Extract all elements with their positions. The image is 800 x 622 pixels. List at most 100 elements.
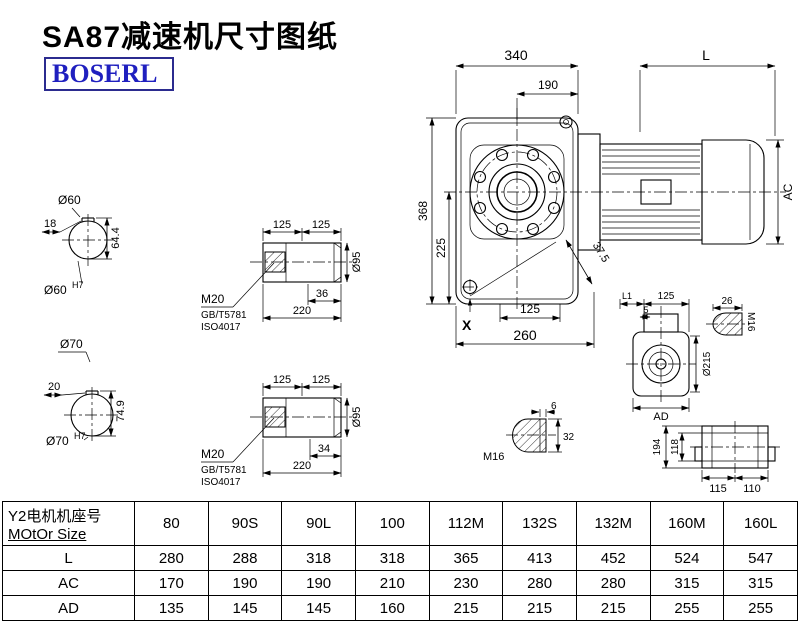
dim-5: 5: [643, 305, 648, 315]
dim-d215: Ø215: [702, 351, 713, 376]
table-header-size: 132M: [575, 501, 651, 546]
dim-k1-36: 36: [316, 288, 328, 300]
dim-d70: Ø70: [60, 337, 83, 351]
row-label: AC: [2, 570, 135, 596]
table-cell: 145: [207, 595, 283, 621]
dim-74-9: 74.9: [115, 400, 127, 421]
table-cell: 280: [134, 545, 209, 571]
table-header-size: 80: [134, 501, 209, 546]
table-header-size: 100: [354, 501, 430, 546]
main-dimensions: 340 L 190 368 225 37.5 125 260 X AC: [416, 47, 795, 348]
table-header-size: 160L: [723, 501, 798, 546]
shaft-section-60: Ø60 18 64.4 Ø60 H7: [41, 193, 122, 297]
table-cell: 280: [502, 570, 577, 596]
table-header-line1: Y2电机机座号: [8, 507, 102, 525]
row-label: AD: [2, 595, 135, 621]
dim-k1-d95: Ø95: [351, 252, 363, 273]
dim-k2-220: 220: [293, 460, 311, 472]
table-cell: 215: [428, 595, 504, 621]
motor-size-table: Y2电机机座号 MOtOr Size 80 90S 90L 100 112M 1…: [2, 501, 798, 621]
table-cell: 135: [134, 595, 209, 621]
bolt-holes: [473, 148, 561, 236]
table-cell: 315: [649, 570, 725, 596]
dim-L: L: [702, 47, 710, 63]
dim-AD: AD: [653, 411, 668, 423]
dim-340: 340: [504, 47, 528, 63]
dim-L1: L1: [622, 291, 632, 301]
table-cell: 452: [575, 545, 651, 571]
dim-d60h7: Ø60: [44, 283, 67, 297]
label-m16-side: M16: [745, 312, 756, 332]
dim-d70h7-sup: H7: [74, 431, 86, 441]
table-cell: 255: [649, 595, 725, 621]
table-header-line2: MOtOr Size: [8, 525, 87, 543]
dim-225: 225: [434, 238, 448, 258]
plug-detail-bottom: M16 6 32: [483, 401, 575, 463]
shaft-section-70: Ø70 20 74.9 Ø70 H7: [43, 337, 127, 448]
dim-194: 194: [652, 438, 663, 455]
table-cell: 215: [502, 595, 577, 621]
table-header-motor-size: Y2电机机座号 MOtOr Size: [2, 501, 135, 546]
brand-logo: BOSERL: [44, 57, 174, 91]
fan-cover: [701, 139, 765, 245]
table-cell: 255: [723, 595, 798, 621]
table-cell: 318: [281, 545, 356, 571]
main-front-view: [444, 108, 786, 310]
label-k1-iso: ISO4017: [201, 322, 241, 333]
dim-6: 6: [551, 401, 557, 412]
lifting-lug: [559, 115, 573, 129]
keyed-shaft-view-2: 125 125 M20 GB/T5781 ISO4017 34 220 Ø95: [201, 374, 363, 488]
table-cell: 190: [207, 570, 283, 596]
label-k2-gb: GB/T5781: [201, 465, 247, 476]
dim-k1-125a: 125: [273, 219, 291, 231]
table-header-size: 132S: [502, 501, 577, 546]
dim-110: 110: [743, 483, 761, 495]
label-k2-m20: M20: [201, 447, 225, 461]
table-cell: 280: [575, 570, 651, 596]
table-cell: 190: [281, 570, 356, 596]
label-m16-bottom: M16: [483, 451, 504, 463]
dim-115: 115: [709, 483, 727, 495]
table-header-size: 112M: [428, 501, 504, 546]
dim-118: 118: [670, 439, 681, 455]
table-cell: 170: [134, 570, 209, 596]
keyed-shaft-view-1: 125 125 M20 GB/T5781 ISO4017 36 220 Ø95: [201, 219, 363, 333]
dim-sv-125: 125: [658, 291, 675, 302]
dim-d60: Ø60: [58, 193, 81, 207]
dim-X: X: [462, 317, 472, 333]
label-k1-m20: M20: [201, 292, 225, 306]
table-cell: 524: [649, 545, 725, 571]
dim-k1-125b: 125: [312, 219, 330, 231]
dim-d60h7-sup: H7: [72, 280, 84, 290]
dim-190: 190: [538, 78, 558, 92]
table-cell: 145: [281, 595, 356, 621]
motor-nameplate: [640, 179, 672, 205]
dim-k2-34: 34: [318, 443, 330, 455]
dim-37-5: 37.5: [590, 240, 612, 265]
table-header-size: 90L: [281, 501, 356, 546]
table-cell: 160: [354, 595, 430, 621]
label-k1-gb: GB/T5781: [201, 310, 247, 321]
dim-d70h7: Ø70: [46, 434, 69, 448]
table-cell: 547: [723, 545, 798, 571]
table-cell: 210: [354, 570, 430, 596]
motor-fins: [602, 149, 700, 235]
brand-logo-text: BOSERL: [52, 59, 158, 88]
dim-k2-125a: 125: [273, 374, 291, 386]
plug-detail-top: 26 M16: [706, 296, 756, 336]
table-cell: 413: [502, 545, 577, 571]
table-cell: 315: [723, 570, 798, 596]
table-cell: 230: [428, 570, 504, 596]
dim-260: 260: [513, 327, 537, 343]
motor-side-view: [577, 133, 765, 251]
dim-k2-125b: 125: [312, 374, 330, 386]
dim-64-4: 64.4: [110, 227, 122, 248]
dim-32: 32: [563, 432, 575, 443]
table-header-size: 90S: [207, 501, 283, 546]
table-row-L: L 280 288 318 318 365 413 452 524 547: [2, 545, 798, 571]
gearbox-side-view: L1 125 5 Ø215 AD: [619, 291, 713, 423]
table-cell: 215: [575, 595, 651, 621]
page-title: SA87减速机尺寸图纸: [42, 21, 339, 54]
table-header-size: 160M: [649, 501, 725, 546]
dim-20: 20: [48, 381, 60, 393]
